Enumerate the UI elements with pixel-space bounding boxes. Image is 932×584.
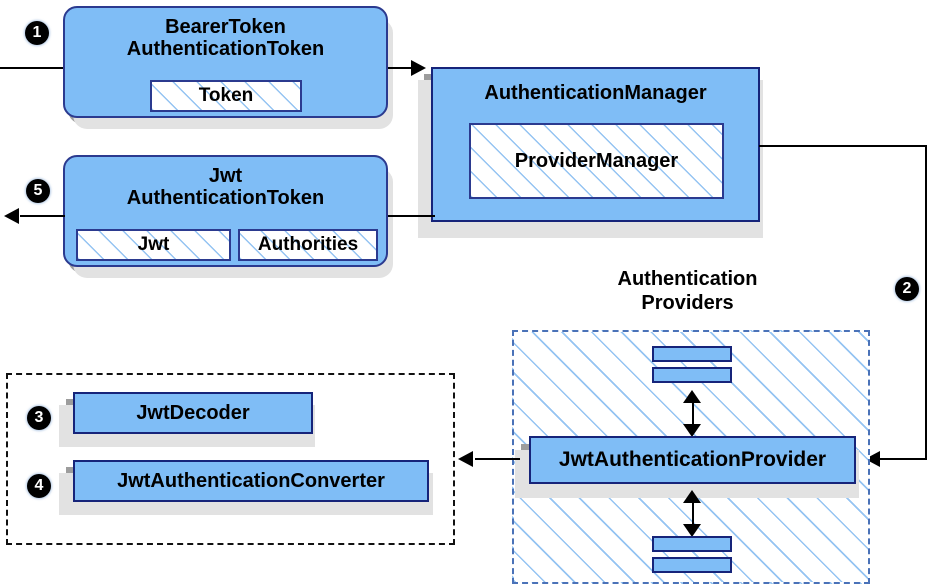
authentication-providers-title-line-2: Providers (641, 292, 734, 314)
provider-stub-top-1[interactable] (652, 346, 732, 362)
authentication-providers-title-line-1: Authentication (617, 268, 758, 290)
authorities-field-label: Authorities (257, 234, 359, 255)
jwt-authentication-provider-label: JwtAuthenticationProvider (558, 448, 827, 471)
step-badge-4: 4 (27, 474, 51, 498)
provider-to-support-arrowhead (458, 451, 473, 467)
provider-manager-box[interactable]: ProviderManager (469, 123, 724, 199)
manager-to-provider-top-line (759, 145, 927, 147)
provider-link-top-arrow-down (683, 424, 701, 437)
step-badge-1: 1 (25, 21, 49, 45)
response-outbound-arrowhead (4, 208, 19, 224)
response-outbound-line (20, 215, 65, 217)
authorities-field-box[interactable]: Authorities (238, 229, 378, 261)
request-inbound-line (0, 67, 78, 69)
token-field-box[interactable]: Token (150, 80, 302, 112)
provider-stub-top-2[interactable] (652, 367, 732, 383)
jwt-authentication-converter-label: JwtAuthenticationConverter (117, 469, 385, 492)
jwt-field-label: Jwt (137, 234, 170, 255)
provider-stub-bottom-2[interactable] (652, 557, 732, 573)
jwt-decoder-label: JwtDecoder (136, 401, 250, 424)
bearer-to-manager-line (388, 67, 421, 69)
jwt-authentication-converter-box[interactable]: JwtAuthenticationConverter (73, 460, 429, 502)
bearer-token-title-line-1: BearerToken (165, 16, 286, 38)
authentication-manager-box[interactable]: AuthenticationManager ProviderManager (431, 67, 760, 222)
bearer-token-title-line-2: AuthenticationToken (126, 38, 325, 61)
jwt-authentication-token-box[interactable]: Jwt AuthenticationToken Jwt Authorities (63, 155, 388, 267)
step-badge-2: 2 (895, 277, 919, 301)
step-badge-5: 5 (26, 179, 50, 203)
provider-stub-bottom-1[interactable] (652, 536, 732, 552)
provider-manager-label: ProviderManager (514, 149, 679, 172)
jwt-authentication-provider-box[interactable]: JwtAuthenticationProvider (529, 436, 856, 484)
token-field-label: Token (198, 85, 254, 106)
provider-to-support-line (475, 458, 520, 460)
manager-to-provider-vertical-line (925, 145, 927, 459)
jwt-decoder-box[interactable]: JwtDecoder (73, 392, 313, 434)
provider-link-top-line (692, 396, 694, 428)
jwt-support-region (6, 373, 455, 545)
provider-link-bottom-line (692, 496, 694, 528)
jwt-token-title-line-2: AuthenticationToken (126, 187, 325, 210)
bearer-to-manager-arrowhead (411, 60, 426, 76)
manager-to-jwt-token-line (388, 215, 435, 217)
jwt-token-title-line-1: Jwt (208, 165, 243, 187)
jwt-field-box[interactable]: Jwt (76, 229, 231, 261)
manager-to-provider-bottom-line (880, 458, 927, 460)
bearer-token-authentication-token-box[interactable]: BearerToken AuthenticationToken Token (63, 6, 388, 118)
step-badge-3: 3 (27, 406, 51, 430)
provider-link-bottom-arrow-down (683, 524, 701, 537)
authentication-manager-title: AuthenticationManager (484, 82, 707, 104)
